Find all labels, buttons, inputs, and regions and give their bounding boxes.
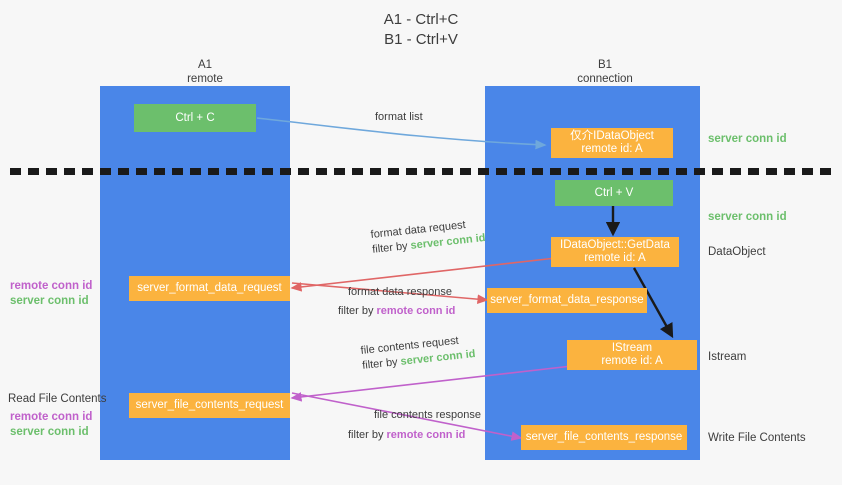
left-label-conn-ids-1: remote conn id server conn id [10, 279, 92, 309]
column-header-b1: B1 connection [540, 58, 670, 86]
node-server-format-data-response-label: server_format_data_response [490, 294, 644, 306]
edge-label-format-data-request: format data request filter by server con… [370, 216, 486, 258]
node-ctrl-v[interactable]: Ctrl + V [555, 180, 673, 206]
right-label-istream: Istream [708, 351, 747, 363]
left-label-server-conn-id-1: server conn id [10, 295, 89, 307]
node-server-file-contents-request-label: server_file_contents_request [135, 399, 284, 411]
left-label-remote-conn-id-1: remote conn id [10, 280, 93, 292]
left-label-read-file-contents: Read File Contents [8, 393, 107, 405]
edge-label-file-contents-request: file contents request filter by server c… [360, 332, 476, 374]
node-ctrl-v-label: Ctrl + V [594, 186, 634, 199]
node-ctrl-c[interactable]: Ctrl + C [134, 104, 256, 132]
right-label-write-file-contents: Write File Contents [708, 432, 806, 444]
node-istream-line2: remote id: A [601, 355, 663, 367]
left-label-server-conn-id-2: server conn id [10, 426, 89, 438]
node-server-file-contents-response[interactable]: server_file_contents_response [521, 425, 687, 450]
right-label-server-conn-id-mid: server conn id [708, 211, 787, 223]
column-b1-name: B1 [597, 59, 613, 71]
node-idataobject-line2: remote id: A [581, 143, 643, 155]
edge-format-list-text: format list [375, 111, 423, 123]
edge-label-format-data-response: format data response filter by remote co… [338, 285, 455, 319]
column-a1-name: A1 [197, 59, 213, 71]
node-ctrl-c-label: Ctrl + C [175, 111, 215, 124]
edge-label-format-list: format list [375, 110, 423, 125]
edge-file-contents-response-line1: file contents response [374, 409, 482, 421]
edge-format-data-response-filter: filter by remote conn id [338, 304, 455, 319]
left-label-conn-ids-2: remote conn id server conn id [10, 410, 92, 440]
node-idataobject-line1: 仅介IDataObject [570, 130, 654, 142]
node-server-format-data-response[interactable]: server_format_data_response [487, 288, 647, 313]
column-b1-sub: connection [577, 73, 633, 85]
column-header-a1: A1 remote [140, 58, 270, 86]
node-getdata-line2: remote id: A [584, 252, 646, 264]
edge-file-contents-request-filter-prefix: filter by [361, 355, 402, 372]
title-line-2: B1 - Ctrl+V [384, 31, 458, 48]
edge-format-data-response-filter-prefix: filter by [338, 305, 377, 317]
node-server-file-contents-response-label: server_file_contents_response [525, 431, 683, 443]
right-label-dataobject: DataObject [708, 246, 766, 258]
node-getdata-line1: IDataObject::GetData [560, 239, 670, 251]
edge-file-contents-response-filter: filter by remote conn id [348, 428, 481, 443]
edge-file-contents-response-filter-value: remote conn id [386, 429, 466, 441]
node-server-file-contents-request[interactable]: server_file_contents_request [129, 393, 290, 418]
node-idataobject[interactable]: 仅介IDataObject remote id: A [551, 128, 673, 158]
title-line-1: A1 - Ctrl+C [383, 11, 459, 28]
node-server-format-data-request-label: server_format_data_request [137, 282, 282, 294]
node-server-format-data-request[interactable]: server_format_data_request [129, 276, 290, 301]
node-istream[interactable]: IStream remote id: A [567, 340, 697, 370]
edge-file-contents-response-filter-prefix: filter by [348, 429, 387, 441]
left-label-remote-conn-id-2: remote conn id [10, 411, 93, 423]
edge-label-file-contents-response: file contents response filter by remote … [348, 408, 482, 443]
edge-format-data-request-filter-prefix: filter by [371, 239, 412, 256]
column-a1-sub: remote [187, 73, 223, 85]
node-idataobject-getdata[interactable]: IDataObject::GetData remote id: A [551, 237, 679, 267]
edge-format-data-response-filter-value: remote conn id [376, 305, 456, 317]
right-label-server-conn-id-top: server conn id [708, 133, 787, 145]
node-istream-line1: IStream [611, 342, 653, 354]
edge-format-data-response-line1: format data response [348, 286, 452, 298]
diagram-title: A1 - Ctrl+C B1 - Ctrl+V [0, 10, 842, 50]
phase-divider [10, 168, 832, 175]
